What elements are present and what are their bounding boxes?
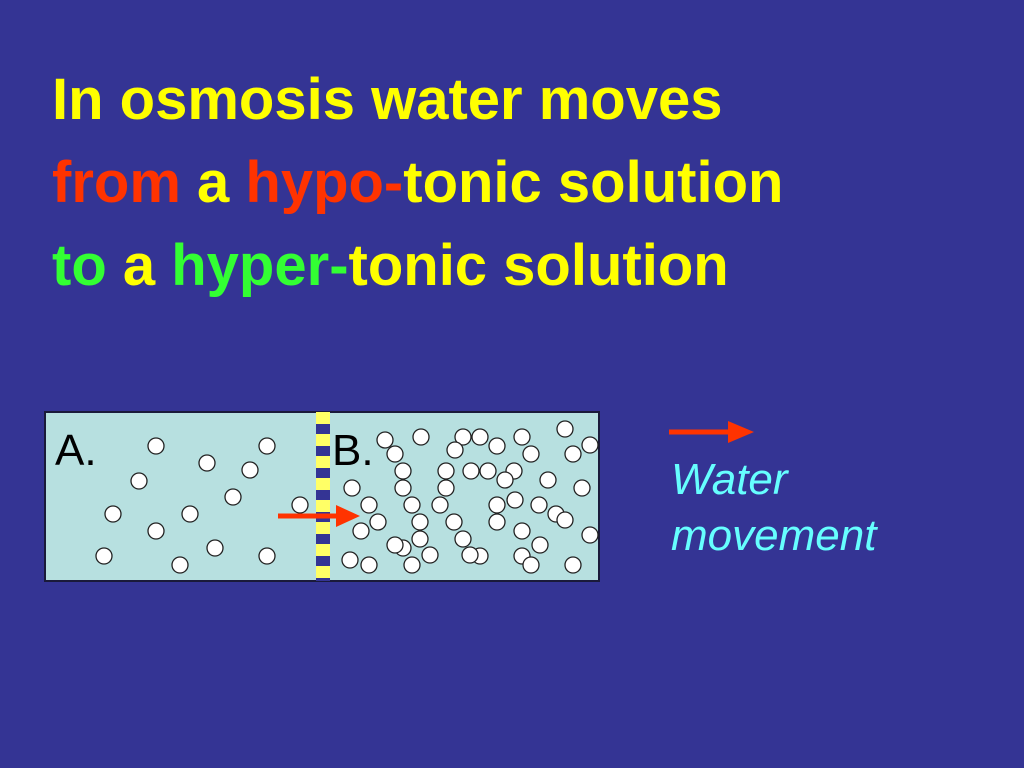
right-arrow-icon: [669, 421, 754, 443]
title-word-from: from: [52, 150, 181, 215]
solute-particle: [198, 454, 216, 472]
solute-particle: [488, 496, 506, 514]
title-word-hyper: hyper-: [171, 233, 349, 298]
solute-particle: [411, 530, 429, 548]
solute-particle: [421, 546, 439, 564]
solute-particle: [531, 536, 549, 554]
solute-particle: [437, 462, 455, 480]
solute-particle: [437, 479, 455, 497]
solute-particle: [564, 556, 582, 574]
solute-particle: [539, 471, 557, 489]
solute-particle: [403, 496, 421, 514]
solute-particle: [360, 496, 378, 514]
solute-particle: [369, 513, 387, 531]
compartment-b-particles: [341, 420, 599, 574]
solute-particle: [258, 437, 276, 455]
solute-particle: [241, 461, 259, 479]
solute-particle: [454, 530, 472, 548]
solute-particle: [431, 496, 449, 514]
solute-particle: [496, 471, 514, 489]
legend-line-2: movement: [671, 511, 877, 560]
solute-particle: [181, 505, 199, 523]
compartment-a-label: A.: [55, 426, 97, 475]
solute-particle: [386, 536, 404, 554]
solute-particle: [224, 488, 242, 506]
solute-particle: [446, 441, 464, 459]
slide-title: In osmosis water moves from a hypo-tonic…: [52, 58, 783, 307]
solute-particle: [513, 522, 531, 540]
solute-particle: [506, 491, 524, 509]
semipermeable-membrane: [316, 412, 330, 581]
compartment-a-particles: [95, 437, 309, 574]
solute-particle: [147, 522, 165, 540]
title-line-1: In osmosis water moves: [52, 67, 723, 132]
solute-particle: [403, 556, 421, 574]
solute-particle: [581, 436, 599, 454]
solute-particle: [352, 522, 370, 540]
solute-particle: [445, 513, 463, 531]
solute-particle: [343, 479, 361, 497]
title-word-hypo: hypo-: [245, 150, 404, 215]
solute-particle: [556, 420, 574, 438]
title-word-a: a: [180, 150, 246, 215]
solute-particle: [341, 551, 359, 569]
solute-particle: [471, 428, 489, 446]
solute-particle: [147, 437, 165, 455]
solute-particle: [171, 556, 189, 574]
solute-particle: [573, 479, 591, 497]
solute-particle: [104, 505, 122, 523]
solute-particle: [258, 547, 276, 565]
title-word-tonic-solution-2: tonic solution: [348, 233, 729, 298]
legend-line-1: Water: [671, 455, 788, 504]
title-word-tonic-solution-1: tonic solution: [403, 150, 784, 215]
solute-particle: [462, 462, 480, 480]
solute-particle: [488, 437, 506, 455]
solute-particle: [522, 445, 540, 463]
title-word-to: to: [52, 233, 107, 298]
solute-particle: [206, 539, 224, 557]
solute-particle: [394, 462, 412, 480]
solute-particle: [454, 428, 472, 446]
solute-particle: [360, 556, 378, 574]
solute-particle: [386, 445, 404, 463]
solute-particle: [394, 479, 412, 497]
compartment-b-label: B.: [332, 426, 374, 475]
solute-particle: [564, 445, 582, 463]
solute-particle: [95, 547, 113, 565]
solute-particle: [376, 431, 394, 449]
solute-particle: [556, 511, 574, 529]
title-word-a-2: a: [106, 233, 172, 298]
solute-particle: [412, 428, 430, 446]
solute-particle: [130, 472, 148, 490]
solute-particle: [581, 526, 599, 544]
legend-label: Water movement: [671, 452, 876, 564]
solute-particle: [479, 462, 497, 480]
solute-particle: [461, 546, 479, 564]
solute-particle: [291, 496, 309, 514]
solute-particle: [513, 428, 531, 446]
solute-particle: [522, 556, 540, 574]
solute-particle: [488, 513, 506, 531]
solute-particle: [530, 496, 548, 514]
water-movement-arrow: [278, 505, 360, 527]
title-line-2: from a hypo-tonic solution: [52, 141, 783, 224]
title-line-3: to a hyper-tonic solution: [52, 224, 783, 307]
solute-particle: [411, 513, 429, 531]
